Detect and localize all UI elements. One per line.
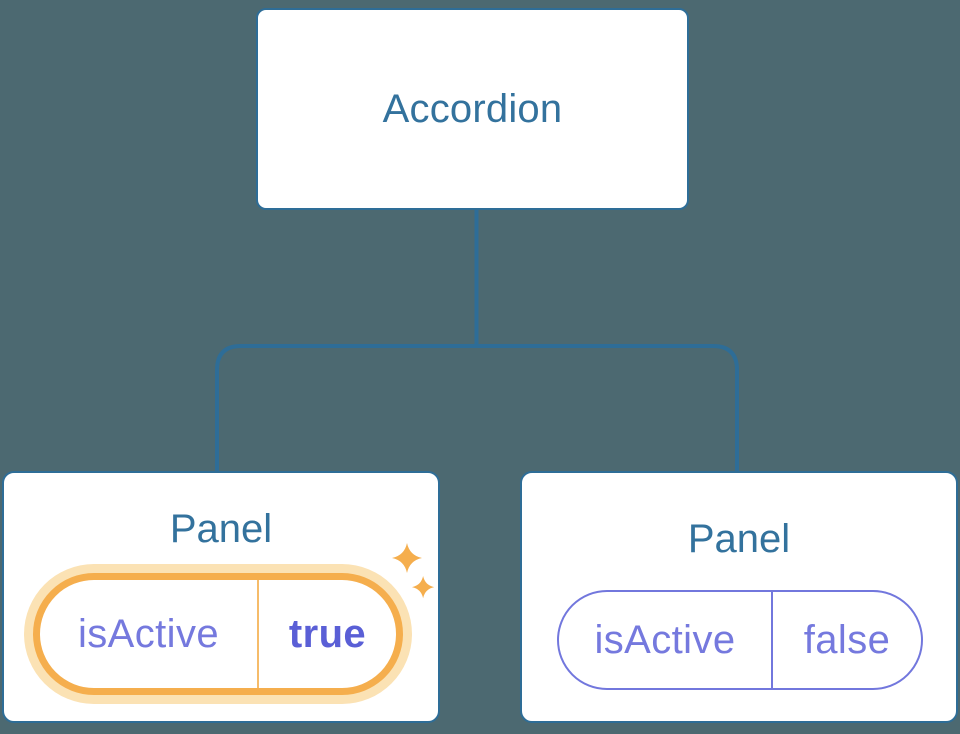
accordion-node-box: Accordion [256,8,689,210]
state-key-label: isActive [77,612,219,656]
connector-branch [215,344,739,472]
accordion-node-label: Accordion [382,87,563,131]
panel-node-inactive: Panel isActive false [520,471,958,723]
state-value-label: true [288,612,367,656]
pill-divider [771,592,773,688]
state-pill-active: isActive true [33,573,403,695]
pill-divider [257,580,259,688]
state-key-label: isActive [594,618,736,662]
panel-inactive-label: Panel [687,517,791,561]
state-pill-inactive: isActive false [557,590,923,690]
state-value-label: false [803,618,891,662]
panel-node-active: Panel isActive true [2,471,440,723]
panel-active-label: Panel [169,507,273,551]
sparkles-icon [392,543,435,599]
